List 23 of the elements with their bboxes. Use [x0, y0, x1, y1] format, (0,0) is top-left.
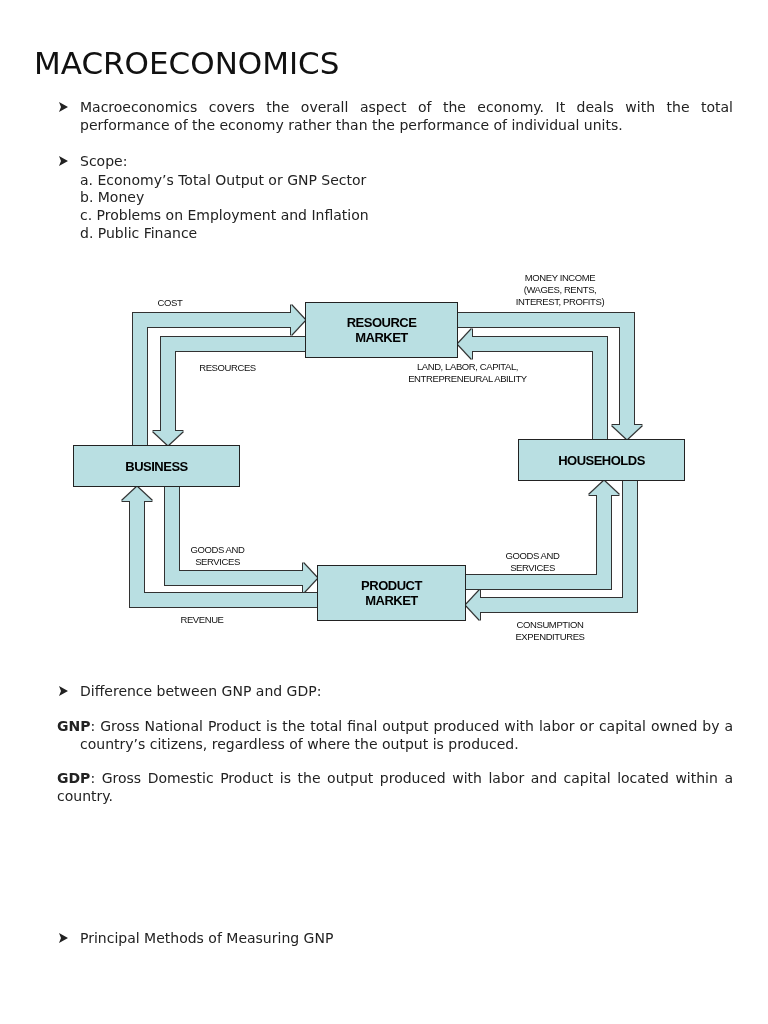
flow-arrow: [133, 305, 305, 445]
body-text: GDP: Gross Domestic Product is the output produced with labor and capital located within a country.: [57, 769, 733, 805]
flow-arrow: [458, 329, 607, 439]
body-text: Scope:: [80, 152, 129, 170]
body-text: Principal Methods of Measuring GNP: [80, 929, 335, 947]
sector-box: BUSINESS: [73, 445, 240, 487]
body-text: a. Economy’s Total Output or GNP Sector: [80, 171, 368, 189]
flow-arrow: [165, 487, 317, 593]
flow-arrow: [153, 337, 305, 445]
flow-arrow: [458, 313, 642, 439]
body-text: Difference between GNP and GDP:: [80, 682, 323, 700]
market-box: RESOURCE MARKET: [305, 302, 458, 358]
market-box: PRODUCT MARKET: [317, 565, 466, 621]
body-text: b. Money: [80, 188, 146, 206]
body-text: Macroeconomics covers the overall aspect of the economy. It deals with the total performance of the economy rather than the performance of individual units.: [80, 98, 733, 134]
body-text: d. Public Finance: [80, 224, 199, 242]
sector-box: HOUSEHOLDS: [518, 439, 685, 481]
page-title: MACROECONOMICS: [34, 44, 340, 82]
body-text: c. Problems on Employment and Inflation: [80, 206, 370, 224]
flow-arrow: [122, 487, 317, 607]
flow-arrow: [466, 481, 637, 620]
flow-arrow: [466, 481, 619, 589]
body-text: GNP: Gross National Product is the total final output produced with labor or capital owned by a country’s citizens, regardless of where the output is produced.: [57, 717, 733, 753]
